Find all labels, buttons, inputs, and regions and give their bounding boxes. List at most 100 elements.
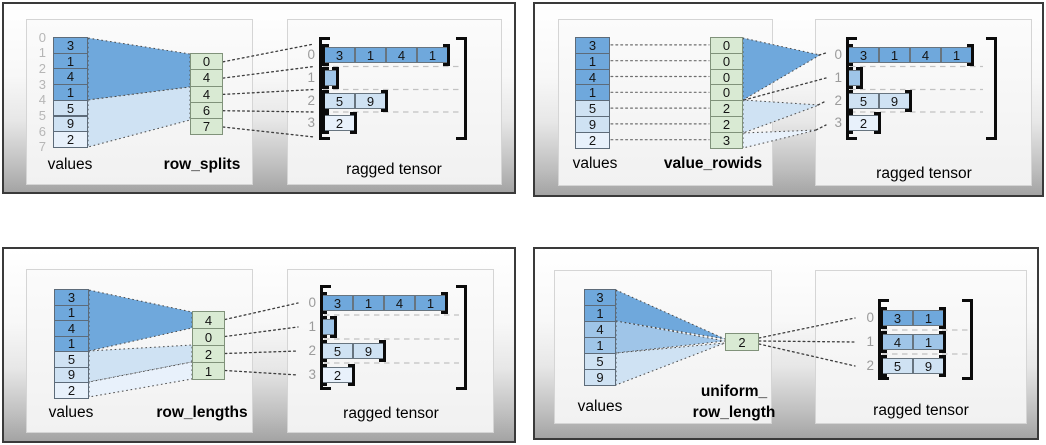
value-cell: 5 xyxy=(54,351,89,368)
row-open-bracket xyxy=(846,67,853,89)
tensor-open-bracket xyxy=(878,299,889,380)
fn-label: row_splits xyxy=(163,156,241,173)
panel-uniform-row-length: values uniform_ row_length ragged tensor… xyxy=(533,247,1039,440)
value-cell: 5 xyxy=(575,100,610,117)
fn-cell: 0 xyxy=(192,328,225,346)
value-cell: 1 xyxy=(575,84,610,102)
row-open-bracket xyxy=(880,355,887,377)
fn-cell: 7 xyxy=(190,118,223,136)
tensor-cell: 5 xyxy=(324,93,355,109)
tensor-row-index: 1 xyxy=(866,334,874,349)
values-label: values xyxy=(47,156,93,173)
fn-label-line2: row_length xyxy=(692,404,776,421)
tensor-row-index: 3 xyxy=(834,115,842,130)
value-cell: 1 xyxy=(575,52,610,70)
row-close-bracket xyxy=(856,67,863,89)
tensor-row-index: 2 xyxy=(308,343,316,358)
fn-cell: 0 xyxy=(190,53,223,71)
fn-cell: 3 xyxy=(710,131,743,149)
tensor-row-index: 3 xyxy=(308,367,316,382)
tensor-close-bracket xyxy=(986,37,997,140)
value-cell: 3 xyxy=(584,289,616,306)
tensor-row-index: 0 xyxy=(307,47,315,62)
value-cell: 3 xyxy=(575,37,610,54)
fn-cell: 0 xyxy=(710,84,743,102)
row-open-bracket xyxy=(322,44,329,66)
row-open-bracket xyxy=(322,112,329,134)
tensor-close-bracket xyxy=(456,37,467,140)
fn-cell: 2 xyxy=(710,100,743,117)
fn-cell: 2 xyxy=(725,333,759,351)
value-cell: 9 xyxy=(53,115,88,133)
tensor-label: ragged tensor xyxy=(343,405,439,422)
fn-cell: 0 xyxy=(710,52,743,70)
tensor-row-index: 3 xyxy=(307,115,315,130)
value-cell: 5 xyxy=(584,353,616,370)
tensor-row-index: 2 xyxy=(866,358,874,373)
value-cell: 2 xyxy=(53,131,88,148)
row-close-bracket xyxy=(348,364,355,386)
row-close-bracket xyxy=(939,355,946,377)
row-open-bracket xyxy=(322,90,329,112)
tensor-row-index: 2 xyxy=(307,93,315,108)
tensor-cell: 5 xyxy=(848,93,879,109)
value-cell: 9 xyxy=(584,369,616,386)
values-label: values xyxy=(48,404,94,421)
tensor-row-index: 1 xyxy=(307,70,315,85)
tensor-cell: 1 xyxy=(355,47,386,63)
row-close-bracket xyxy=(939,331,946,353)
value-cell: 5 xyxy=(53,99,88,117)
value-cell: 4 xyxy=(54,320,89,337)
tensor-cell: 4 xyxy=(910,47,941,63)
fn-cell: 4 xyxy=(190,69,223,87)
tensor-row: 2 xyxy=(322,112,357,134)
tensor-row xyxy=(322,67,339,89)
tensor-open-bracket xyxy=(319,37,330,140)
value-index-label: 7 xyxy=(38,139,46,155)
value-cell: 1 xyxy=(584,337,616,354)
tensor-cell: 1 xyxy=(353,295,384,311)
value-cell: 4 xyxy=(53,68,88,86)
value-index-label: 3 xyxy=(38,76,46,92)
row-close-bracket xyxy=(939,307,946,329)
value-index-label: 1 xyxy=(38,45,46,61)
value-cell: 3 xyxy=(53,37,88,54)
row-close-bracket xyxy=(905,90,912,112)
fn-cell: 4 xyxy=(192,311,225,329)
value-cell: 1 xyxy=(54,335,89,352)
tensor-row-index: 1 xyxy=(308,319,316,334)
tensor-row: 2 xyxy=(320,364,355,386)
tensor-row-index: 0 xyxy=(308,295,316,310)
values-label: values xyxy=(572,155,618,172)
tensor-close-bracket xyxy=(456,285,467,390)
fn-cell: 2 xyxy=(710,116,743,133)
row-open-bracket xyxy=(322,67,329,89)
row-open-bracket xyxy=(320,316,327,338)
values-label: values xyxy=(577,398,623,415)
row-close-bracket xyxy=(967,44,974,66)
tensor-cell: 1 xyxy=(415,295,446,311)
row-close-bracket xyxy=(350,112,357,134)
value-cell: 4 xyxy=(584,321,616,338)
tensor-close-bracket xyxy=(962,299,973,380)
tensor-cell: 1 xyxy=(879,47,910,63)
fn-label: row_lengths xyxy=(156,404,248,421)
tensor-cell: 9 xyxy=(353,343,384,359)
value-index-label: 2 xyxy=(38,60,46,76)
row-open-bracket xyxy=(880,331,887,353)
